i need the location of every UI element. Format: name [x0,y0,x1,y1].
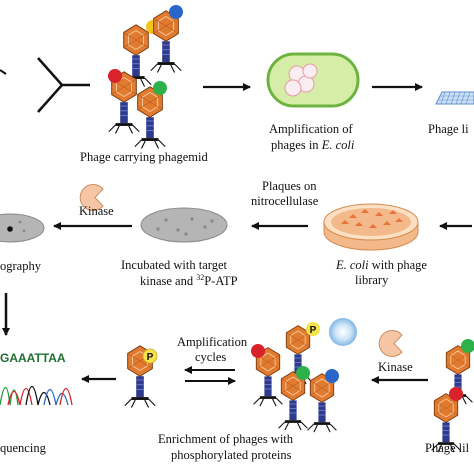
phage-group-enriched: P [251,322,339,433]
svg-text:P: P [147,352,154,363]
label-phages-in-ecoli: phages in E. coli [271,138,355,152]
phage-group-top [108,5,183,150]
phage-icon [150,10,182,74]
ligand-blue [169,5,183,19]
label-amplification: Amplification of [269,122,353,136]
petri-dish-icon [323,203,419,251]
label-phage-library-top: Phage li [428,122,469,136]
label-plaques-on: Plaques on [262,179,317,193]
ecoli-cell-icon [266,52,360,108]
ligand-green [461,339,474,353]
label-kinase-bottom: Kinase [378,360,413,374]
label-cycles: cycles [195,350,226,364]
ligand-yellow [306,322,320,336]
label-kinase-atp: kinase and 32P-ATP [140,273,238,288]
label-amplification-cycles: Amplification [177,335,248,349]
phage-group-bottom-right [431,339,474,453]
label-kinase-top: Kinase [79,204,114,218]
glow-icon [329,318,357,346]
label-phosphorylated-proteins: phosphorylated proteins [171,448,292,462]
phage-icon [278,371,308,431]
label-library: library [355,273,389,287]
phage-library-plate-icon [435,91,474,105]
ligand-green [153,81,167,95]
label-incubated: Incubated with target [121,258,228,272]
label-phage-carrying-phagemid: Phage carrying phagemid [80,150,208,164]
y-junction [0,57,90,113]
label-enrichment: Enrichment of phages with [158,432,294,446]
petri-dish-icon [140,207,228,243]
petri-dish-icon [0,213,45,243]
phage-icon [134,86,166,150]
ligand-red [251,344,265,358]
label-phage-library-bottom: Phage lil [425,441,470,455]
sequencing-chromatogram-icon: GAAATTAA [0,351,73,406]
label-ecoli-phage-library: E. coli with phage [335,258,427,272]
phospho-marker: P [142,348,158,364]
label-nitrocellulase: nitrocellulase [251,194,319,208]
ligand-red [449,387,463,401]
label-autoradiography: ography [0,259,42,273]
ligand-green [296,366,310,380]
label-sequencing: quencing [0,441,47,455]
sequence-text: GAAATTAA [0,351,66,365]
kinase-icon [79,184,104,211]
svg-text:P: P [310,325,317,336]
kinase-icon [378,330,403,357]
ligand-blue [325,369,339,383]
ligand-red [108,69,122,83]
